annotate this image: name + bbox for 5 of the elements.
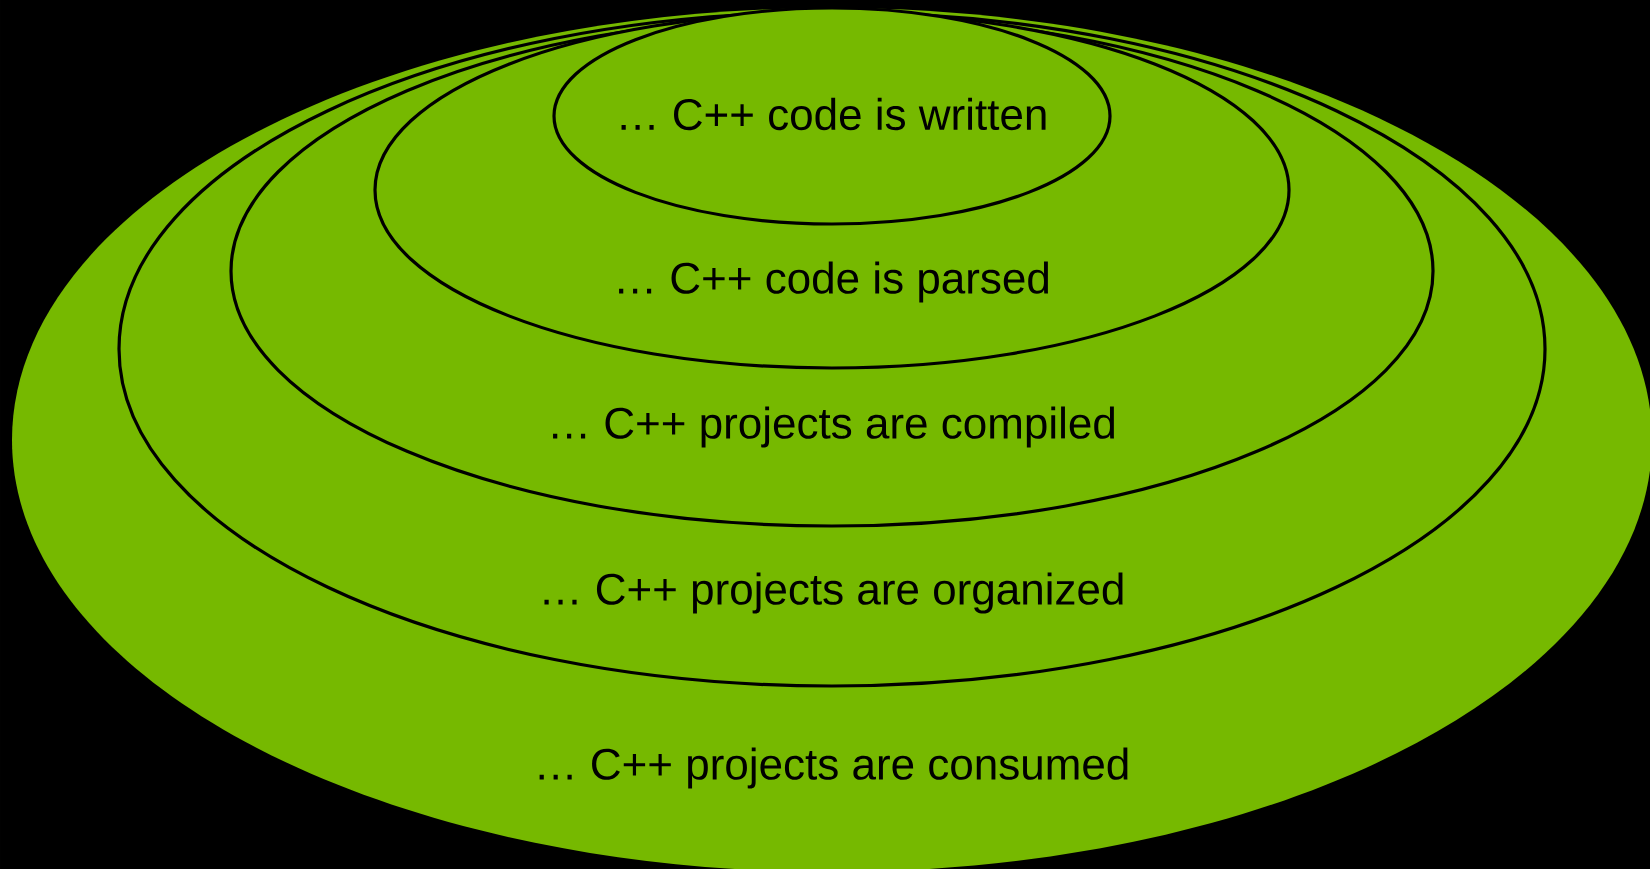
layer-label: … C++ projects are organized xyxy=(544,572,1123,614)
layer-label: … C++ code is written xyxy=(621,97,1046,131)
layer-label: … C++ projects are consumed xyxy=(539,747,1128,789)
layer-label: … C++ projects are compiled xyxy=(553,406,1114,448)
layer-label: … C++ code is parsed xyxy=(619,261,1048,303)
